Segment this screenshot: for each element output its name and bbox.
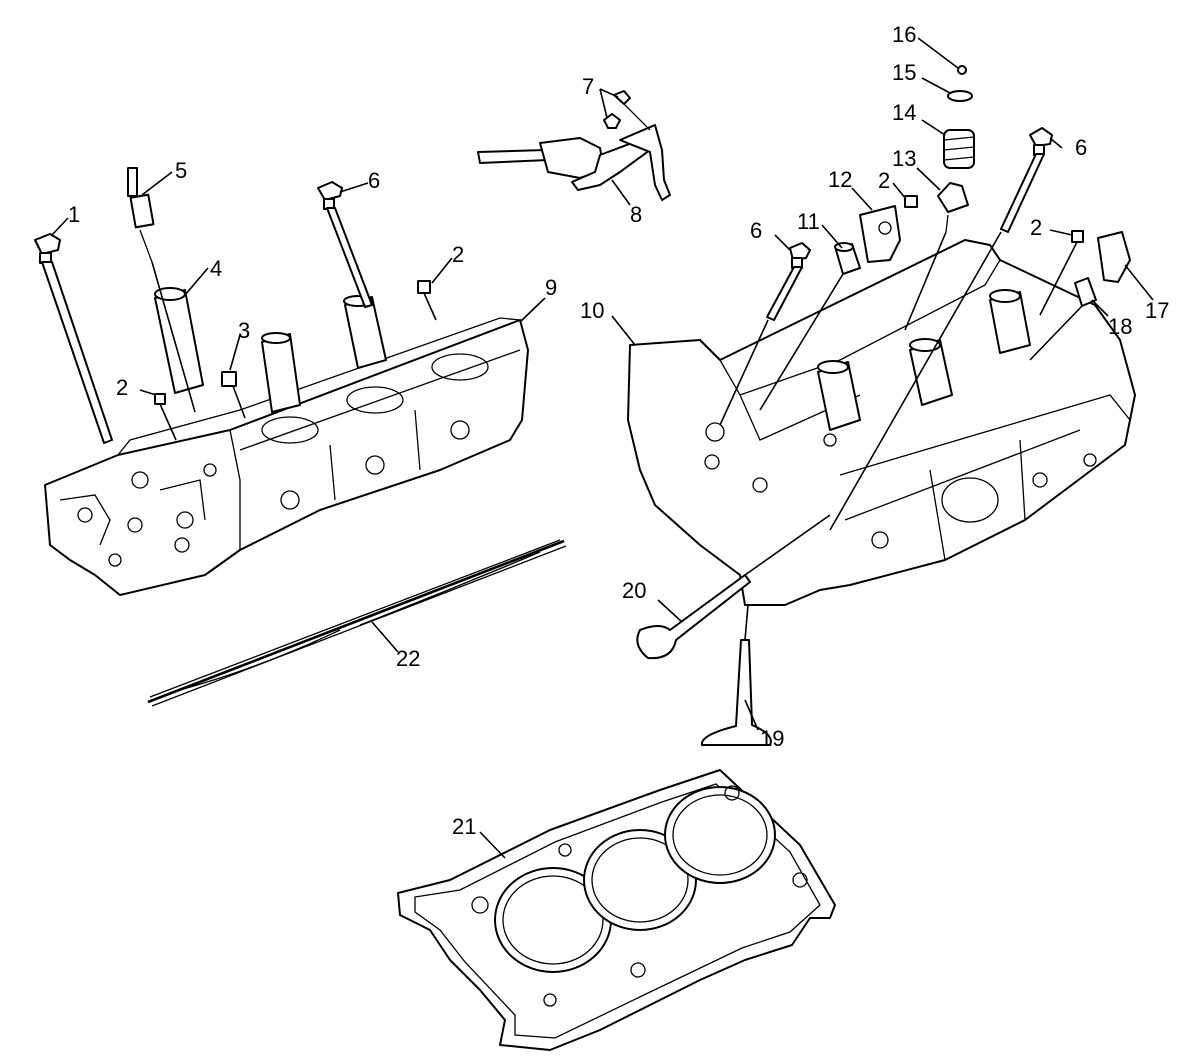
callout-14: 14 bbox=[892, 100, 916, 125]
callout-10: 10 bbox=[580, 298, 604, 323]
callout-labels: 1 5 4 3 2 2 9 6 7 8 10 11 12 2 6 6 13 14… bbox=[68, 22, 1169, 839]
callout-13: 13 bbox=[892, 146, 916, 171]
callout-15: 15 bbox=[892, 60, 916, 85]
fuel-line-assembly bbox=[477, 90, 671, 201]
leader-lines bbox=[51, 37, 1154, 859]
right-head-parts bbox=[636, 65, 1131, 746]
callout-6-middle: 6 bbox=[750, 218, 762, 243]
callout-19: 19 bbox=[760, 726, 784, 751]
callout-2-middle: 2 bbox=[878, 168, 890, 193]
callout-7: 7 bbox=[582, 74, 594, 99]
callout-16: 16 bbox=[892, 22, 916, 47]
callout-22: 22 bbox=[396, 646, 420, 671]
callout-4: 4 bbox=[210, 256, 222, 281]
callout-20: 20 bbox=[622, 578, 646, 603]
callout-2-right: 2 bbox=[1030, 215, 1042, 240]
callout-3: 3 bbox=[238, 318, 250, 343]
callout-21: 21 bbox=[452, 814, 476, 839]
callout-9: 9 bbox=[545, 275, 557, 300]
callout-5: 5 bbox=[175, 158, 187, 183]
callout-11: 11 bbox=[797, 209, 820, 234]
callout-17: 17 bbox=[1145, 298, 1169, 323]
right-cylinder-head bbox=[627, 239, 1136, 606]
callout-8: 8 bbox=[630, 202, 642, 227]
callout-18: 18 bbox=[1108, 314, 1132, 339]
callout-6-right: 6 bbox=[1075, 135, 1087, 160]
left-cylinder-head bbox=[44, 317, 529, 596]
callout-1: 1 bbox=[68, 202, 80, 227]
callout-12: 12 bbox=[828, 167, 852, 192]
gasket-edge-view bbox=[147, 539, 567, 707]
callout-6-left: 6 bbox=[368, 168, 380, 193]
callout-2-upper: 2 bbox=[452, 242, 464, 267]
head-gasket-flat bbox=[397, 769, 836, 1051]
callout-2-left: 2 bbox=[116, 375, 128, 400]
